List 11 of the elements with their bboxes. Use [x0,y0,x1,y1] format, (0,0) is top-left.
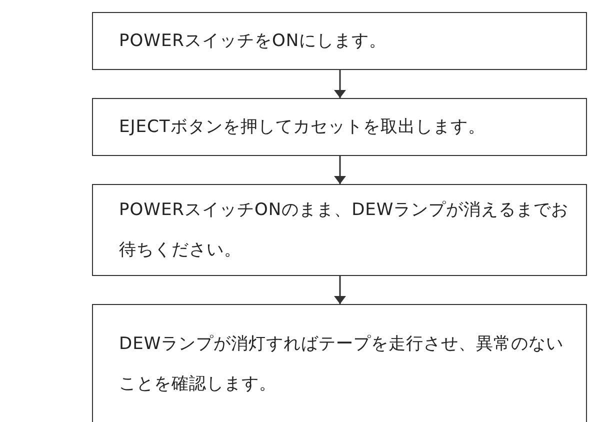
arrow [334,70,346,98]
step-box [92,12,587,70]
step-text: EJECTボタンを押してカセットを取出します。 [119,116,486,139]
arrow [334,276,346,304]
step-box [92,304,587,422]
step-text: POWERスイッチをONにします。 [119,30,387,53]
step-box [92,98,587,156]
step-box [92,184,587,276]
step-text: POWERスイッチONのまま、DEWランプが消えるまでお待ちください。 [119,199,570,262]
step-text: DEWランプが消灯すればテープを走行させ、異常のないことを確認します。 [119,332,565,396]
arrow [334,156,346,184]
